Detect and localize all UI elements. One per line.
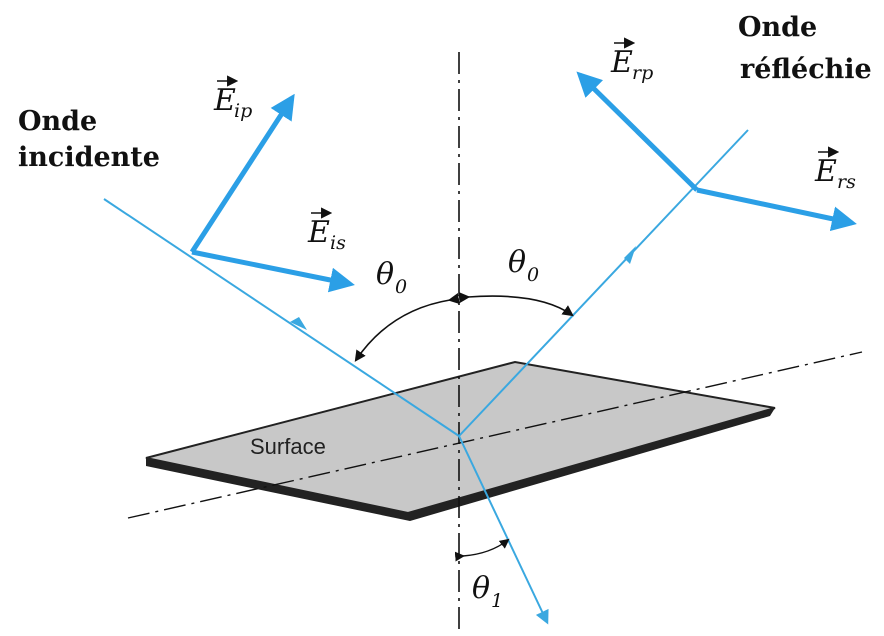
theta0-left-label: θ 0 [376, 257, 407, 298]
theta0-right-symbol: θ [508, 245, 526, 280]
theta0-left-symbol: θ [376, 257, 394, 292]
e-is-label: E is [307, 207, 346, 254]
e-ip-symbol: E [213, 83, 236, 118]
theta1-arc [454, 538, 510, 562]
e-ip-label: E ip [213, 75, 252, 122]
incident-ray [103, 198, 460, 437]
e-is-vector [191, 249, 355, 293]
e-rp-vector [576, 71, 699, 192]
theta0-left-arc [354, 293, 460, 362]
theta1-symbol: θ [472, 571, 490, 606]
e-ip-subscript: ip [234, 100, 252, 122]
reflected-ray-arrow [624, 246, 636, 264]
reflected-ray [458, 129, 749, 437]
theta0-right-subscript: 0 [527, 264, 539, 286]
theta0-left-subscript: 0 [395, 276, 407, 298]
e-rs-label: E rs [814, 146, 856, 193]
e-rs-symbol: E [814, 154, 837, 189]
e-is-symbol: E [307, 215, 330, 250]
e-ip-vector [189, 93, 295, 254]
theta0-right-arc [458, 292, 574, 317]
e-rp-label: E rp [610, 37, 653, 84]
transmitted-ray [458, 435, 549, 625]
e-rp-symbol: E [610, 45, 633, 80]
e-rs-vector [696, 187, 857, 232]
incident-wave-label-line2: incidente [18, 142, 160, 173]
reflected-wave-label-line1: Onde [738, 12, 817, 43]
surface-label: Surface [250, 434, 326, 459]
incident-ray-arrow [290, 317, 307, 330]
reflected-wave-label-line2: réfléchie [740, 54, 872, 85]
incident-wave-label-line1: Onde [18, 106, 97, 137]
surface-thickness [146, 408, 775, 521]
theta1-subscript: 1 [491, 590, 503, 612]
surface-axis-line [127, 351, 863, 519]
e-rs-subscript: rs [837, 171, 856, 193]
theta0-right-label: θ 0 [508, 245, 539, 286]
theta1-label: θ 1 [472, 571, 503, 612]
e-rp-subscript: rp [632, 62, 653, 84]
e-is-subscript: is [330, 232, 346, 254]
